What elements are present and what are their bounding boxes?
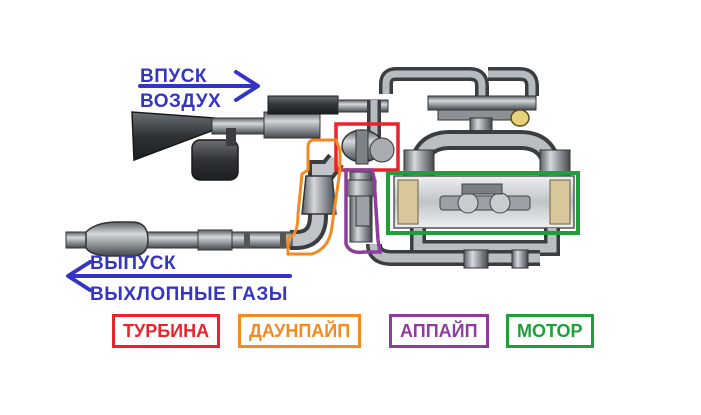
intake-label-line1: ВПУСК: [140, 66, 208, 87]
exhaust-line: [65, 221, 293, 257]
intake-box: [263, 111, 321, 139]
arrow-left-icon: [66, 260, 292, 292]
exhaust-label-line2: ВЫХЛОПНЫЕ ГАЗЫ: [90, 284, 288, 305]
resonator: [197, 229, 233, 251]
engine-block: [393, 175, 575, 229]
exhaust-label-line1: ВЫПУСК: [90, 253, 177, 274]
engine-highlight: [386, 171, 580, 235]
intake-plenum: [427, 95, 537, 111]
intake-manifold: [403, 130, 571, 177]
intake-label-line2: ВОЗДУХ: [140, 91, 222, 112]
exhaust-arrow: [66, 260, 292, 292]
downpipe-catalyst: [301, 175, 337, 215]
turbocharger: [341, 129, 395, 165]
muffler: [85, 221, 149, 257]
uppipe-pipe: [345, 171, 377, 243]
throttle-sensor: [510, 109, 530, 127]
arrow-right-icon: [138, 70, 260, 102]
legend-downpipe: ДАУНПАЙП: [238, 314, 362, 348]
intake-tube: [211, 117, 269, 135]
exhaust-manifold: [366, 228, 560, 269]
legend-turbine: ТУРБИНА: [112, 314, 221, 348]
intake-resonator: [191, 139, 239, 181]
intake-arrow: [138, 70, 260, 102]
legend-engine: МОТОР: [506, 314, 594, 348]
downpipe-highlight: [286, 138, 342, 256]
uppipe-highlight: [344, 168, 383, 255]
downpipe-pipe: [290, 153, 344, 250]
legend-uppipe: АППАЙП: [389, 314, 489, 348]
